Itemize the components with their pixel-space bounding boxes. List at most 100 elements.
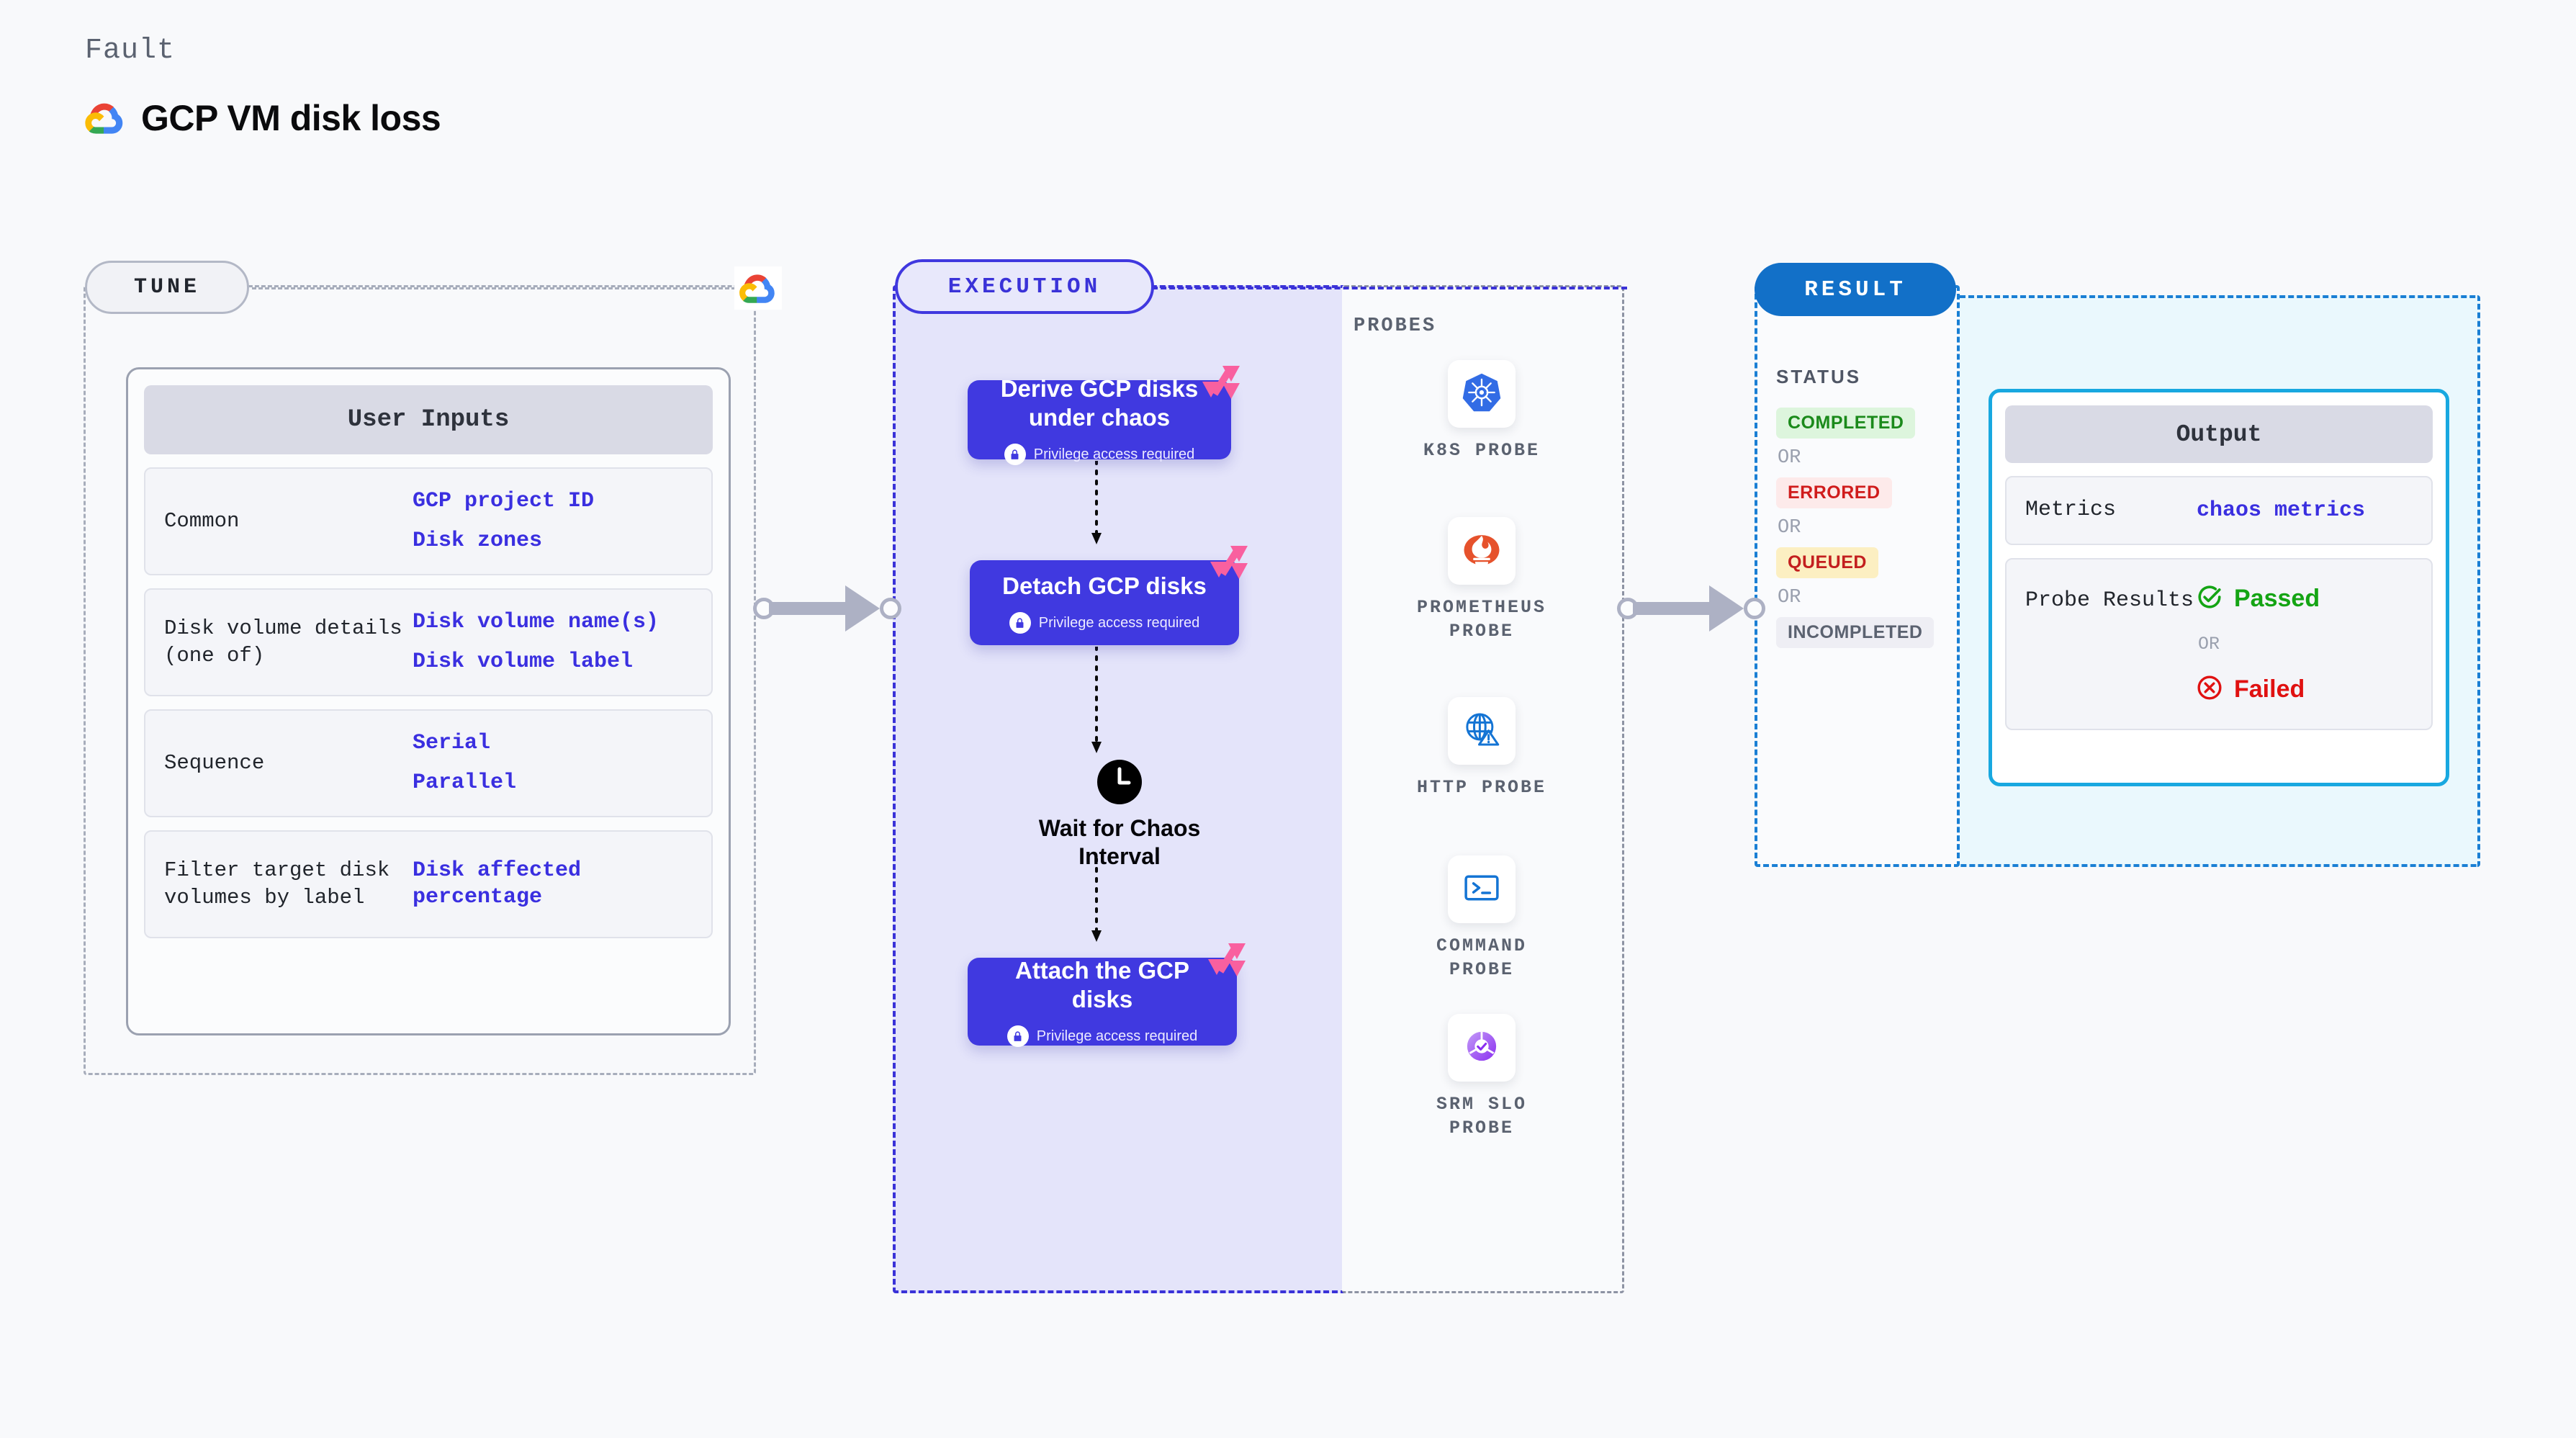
output-row-probe-results: Probe Results Passed OR (2005, 557, 2433, 730)
metrics-value[interactable]: chaos metrics (2197, 498, 2366, 523)
x-circle-icon (2197, 675, 2223, 704)
output-title: Output (2005, 405, 2433, 463)
probe-label: SRM SLO PROBE (1436, 1094, 1528, 1138)
execution-step-title: Detach GCP disks (1002, 572, 1207, 599)
privilege-text: Privilege access required (1038, 614, 1200, 631)
probe-tile (1448, 697, 1516, 765)
execution-flow-arrow-2 (1091, 647, 1102, 753)
input-value[interactable]: Disk volume name(s) (413, 610, 659, 635)
input-row-key: Disk volume details (one of) (164, 616, 402, 668)
execution-step-title: Attach the GCP disks (1014, 956, 1190, 1012)
input-row-key: Sequence (164, 750, 265, 775)
check-circle-icon (2197, 584, 2223, 614)
input-row-values: Serial Parallel (413, 730, 516, 796)
probe-label: K8S PROBE (1423, 440, 1541, 461)
connector-end-dot (1744, 598, 1765, 619)
tune-region (84, 285, 756, 1075)
page-title: GCP VM disk loss (141, 98, 441, 138)
status-badge-incompleted: INCOMPLETED (1776, 617, 1935, 648)
input-value[interactable]: Disk volume label (413, 650, 634, 674)
probe-item-http[interactable]: HTTP PROBE (1402, 697, 1561, 800)
wait-node-label: Wait for Chaos Interval (1038, 815, 1201, 870)
probe-item-srm-slo[interactable]: SRM SLO PROBE (1402, 1014, 1561, 1140)
output-row-metrics: Metrics chaos metrics (2005, 476, 2433, 545)
kubernetes-icon (1461, 372, 1503, 417)
privilege-badge: Privilege access required (1009, 612, 1199, 634)
eyebrow-label: Fault (85, 35, 176, 67)
connector-arrowhead (845, 585, 880, 632)
input-row-filter-target: Filter target disk volumes by label Disk… (144, 830, 713, 938)
probe-tile (1448, 517, 1516, 585)
execution-step-title: Derive GCP disks under chaos (1000, 374, 1199, 431)
probe-label: HTTP PROBE (1416, 777, 1547, 798)
probe-result-failed: Failed (2197, 675, 2320, 704)
input-value[interactable]: Disk zones (413, 529, 543, 553)
lock-icon (1004, 444, 1026, 466)
lock-icon (1009, 612, 1031, 634)
execution-step-attach-gcp-disks[interactable]: Attach the GCP disks Privilege access re… (968, 943, 1246, 1048)
connector-bar (1633, 602, 1725, 615)
probe-tile (1448, 1014, 1516, 1082)
status-list: COMPLETED OR ERRORED OR QUEUED OR INCOMP… (1776, 408, 1935, 648)
execution-connector-line (1152, 287, 1627, 289)
failed-label: Failed (2234, 675, 2305, 703)
status-badge-completed: COMPLETED (1776, 408, 1916, 439)
input-value[interactable]: GCP project ID (413, 489, 595, 514)
clock-icon (1097, 760, 1142, 804)
probe-item-k8s[interactable]: K8S PROBE (1402, 360, 1561, 463)
connector-arrowhead (1709, 585, 1744, 632)
input-row-disk-volume-details: Disk volume details (one of) Disk volume… (144, 588, 713, 696)
input-value[interactable]: Disk affected percentage (413, 858, 582, 909)
tune-badge: TUNE (85, 261, 249, 314)
probes-label: PROBES (1354, 315, 1437, 337)
execution-badge: EXECUTION (895, 259, 1154, 314)
probe-label: COMMAND PROBE (1436, 935, 1528, 980)
output-row-values: chaos metrics (2197, 498, 2365, 524)
probe-item-prometheus[interactable]: PROMETHEUS PROBE (1402, 517, 1561, 643)
probe-results-or: OR (2198, 633, 2220, 655)
connector-end-dot (880, 598, 901, 619)
privilege-badge: Privilege access required (1006, 1025, 1198, 1048)
probe-result-passed: Passed (2197, 584, 2320, 614)
input-row-values: GCP project ID Disk zones (413, 488, 594, 554)
connector-bar (769, 602, 861, 615)
user-inputs-title: User Inputs (144, 385, 713, 454)
page-header: Fault GCP VM disk loss (85, 35, 441, 139)
privilege-text: Privilege access required (1036, 1028, 1198, 1044)
wait-for-chaos-interval-node: Wait for Chaos Interval (1012, 760, 1228, 871)
litmus-logo-icon (1209, 544, 1249, 580)
status-or: OR (1778, 517, 1801, 539)
input-row-values: Disk affected percentage (413, 858, 693, 910)
privilege-badge: Privilege access required (1004, 444, 1194, 466)
status-label: STATUS (1776, 366, 1862, 387)
probe-tile (1448, 855, 1516, 923)
output-row-key: Probe Results (2025, 588, 2194, 613)
status-badge-queued: QUEUED (1776, 547, 1878, 578)
input-value[interactable]: Serial (413, 731, 491, 756)
probe-results-values: Passed OR Failed (2197, 584, 2320, 704)
execution-flow-arrow-1 (1091, 461, 1102, 544)
status-badge-errored: ERRORED (1776, 477, 1892, 508)
connector-tune-to-execution (753, 583, 904, 634)
input-row-key: Common (164, 508, 240, 533)
google-cloud-logo-icon-tune (734, 266, 782, 310)
input-row-key: Filter target disk volumes by label (164, 858, 390, 909)
input-value[interactable]: Parallel (413, 770, 517, 795)
execution-step-derive-gcp-disks[interactable]: Derive GCP disks under chaos Privilege a… (968, 366, 1240, 466)
result-badge: RESULT (1755, 263, 1956, 316)
http-globe-warning-icon (1462, 709, 1502, 753)
output-card: Output Metrics chaos metrics Probe Resul… (1989, 389, 2449, 786)
output-row-key: Metrics (2025, 498, 2117, 522)
user-inputs-card: User Inputs Common GCP project ID Disk z… (126, 367, 731, 1035)
tune-connector-line (252, 287, 749, 289)
srm-slo-icon (1462, 1026, 1502, 1070)
probe-item-command[interactable]: COMMAND PROBE (1402, 855, 1561, 981)
probe-label: PROMETHEUS PROBE (1416, 597, 1547, 642)
terminal-icon (1462, 868, 1502, 912)
connector-execution-to-result (1617, 583, 1768, 634)
execution-flow-arrow-3 (1091, 858, 1102, 942)
probes-region (1342, 285, 1624, 1293)
passed-label: Passed (2234, 584, 2320, 612)
lock-icon (1006, 1025, 1029, 1048)
execution-step-detach-gcp-disks[interactable]: Detach GCP disks Privilege access requir… (970, 546, 1248, 645)
